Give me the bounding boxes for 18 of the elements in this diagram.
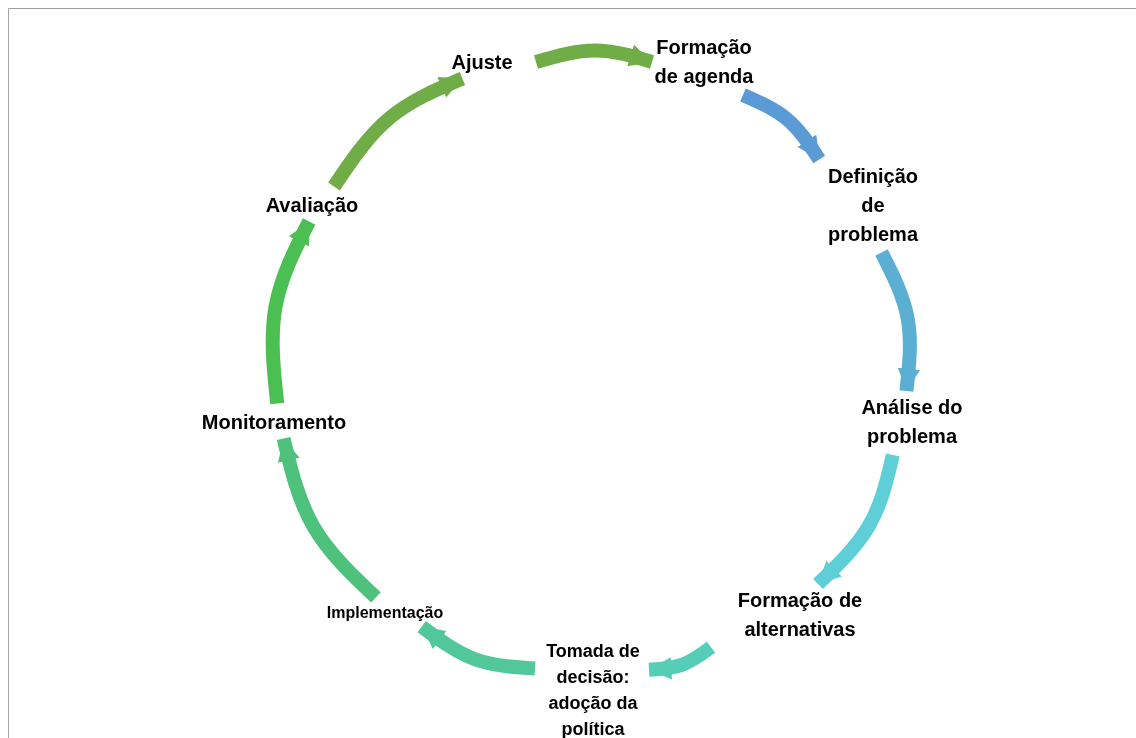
stage-label: Avaliação	[242, 190, 382, 220]
curved-arrow	[534, 43, 655, 69]
stage-label: Análise do problema	[842, 393, 982, 451]
stage-label: Definição de problema	[817, 161, 929, 249]
curved-arrow	[648, 641, 716, 680]
curved-arrow	[740, 88, 826, 164]
stage-label: Formação de alternativas	[715, 586, 885, 644]
stage-label: Implementação	[295, 601, 475, 625]
stage-label: Monitoramento	[174, 407, 374, 437]
curved-arrow	[875, 249, 921, 392]
curved-arrow	[328, 72, 466, 191]
curved-arrow	[813, 453, 900, 590]
stage-label: Tomada de decisão: adoção da política	[539, 637, 647, 738]
stage-label: Ajuste	[432, 47, 532, 77]
stage-label: Formação de agenda	[654, 33, 754, 91]
curved-arrow	[276, 436, 381, 603]
curved-arrow	[417, 621, 536, 676]
curved-arrow	[265, 218, 316, 405]
